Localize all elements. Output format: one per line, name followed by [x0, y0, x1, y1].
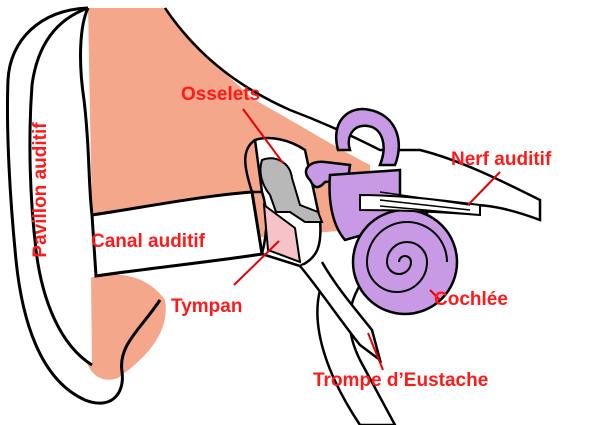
- earlobe-flesh: [84, 275, 166, 380]
- label-pavillon: Pavillon auditif: [30, 122, 51, 258]
- label-osselets: Osselets: [181, 84, 260, 105]
- label-tympan: Tympan: [171, 296, 242, 317]
- label-trompe: Trompe d’Eustache: [313, 370, 488, 391]
- label-cochlee: Cochlée: [434, 289, 508, 310]
- nerf-leader: [468, 172, 500, 205]
- label-canal: Canal auditif: [91, 231, 206, 252]
- label-nerf: Nerf auditif: [451, 149, 552, 170]
